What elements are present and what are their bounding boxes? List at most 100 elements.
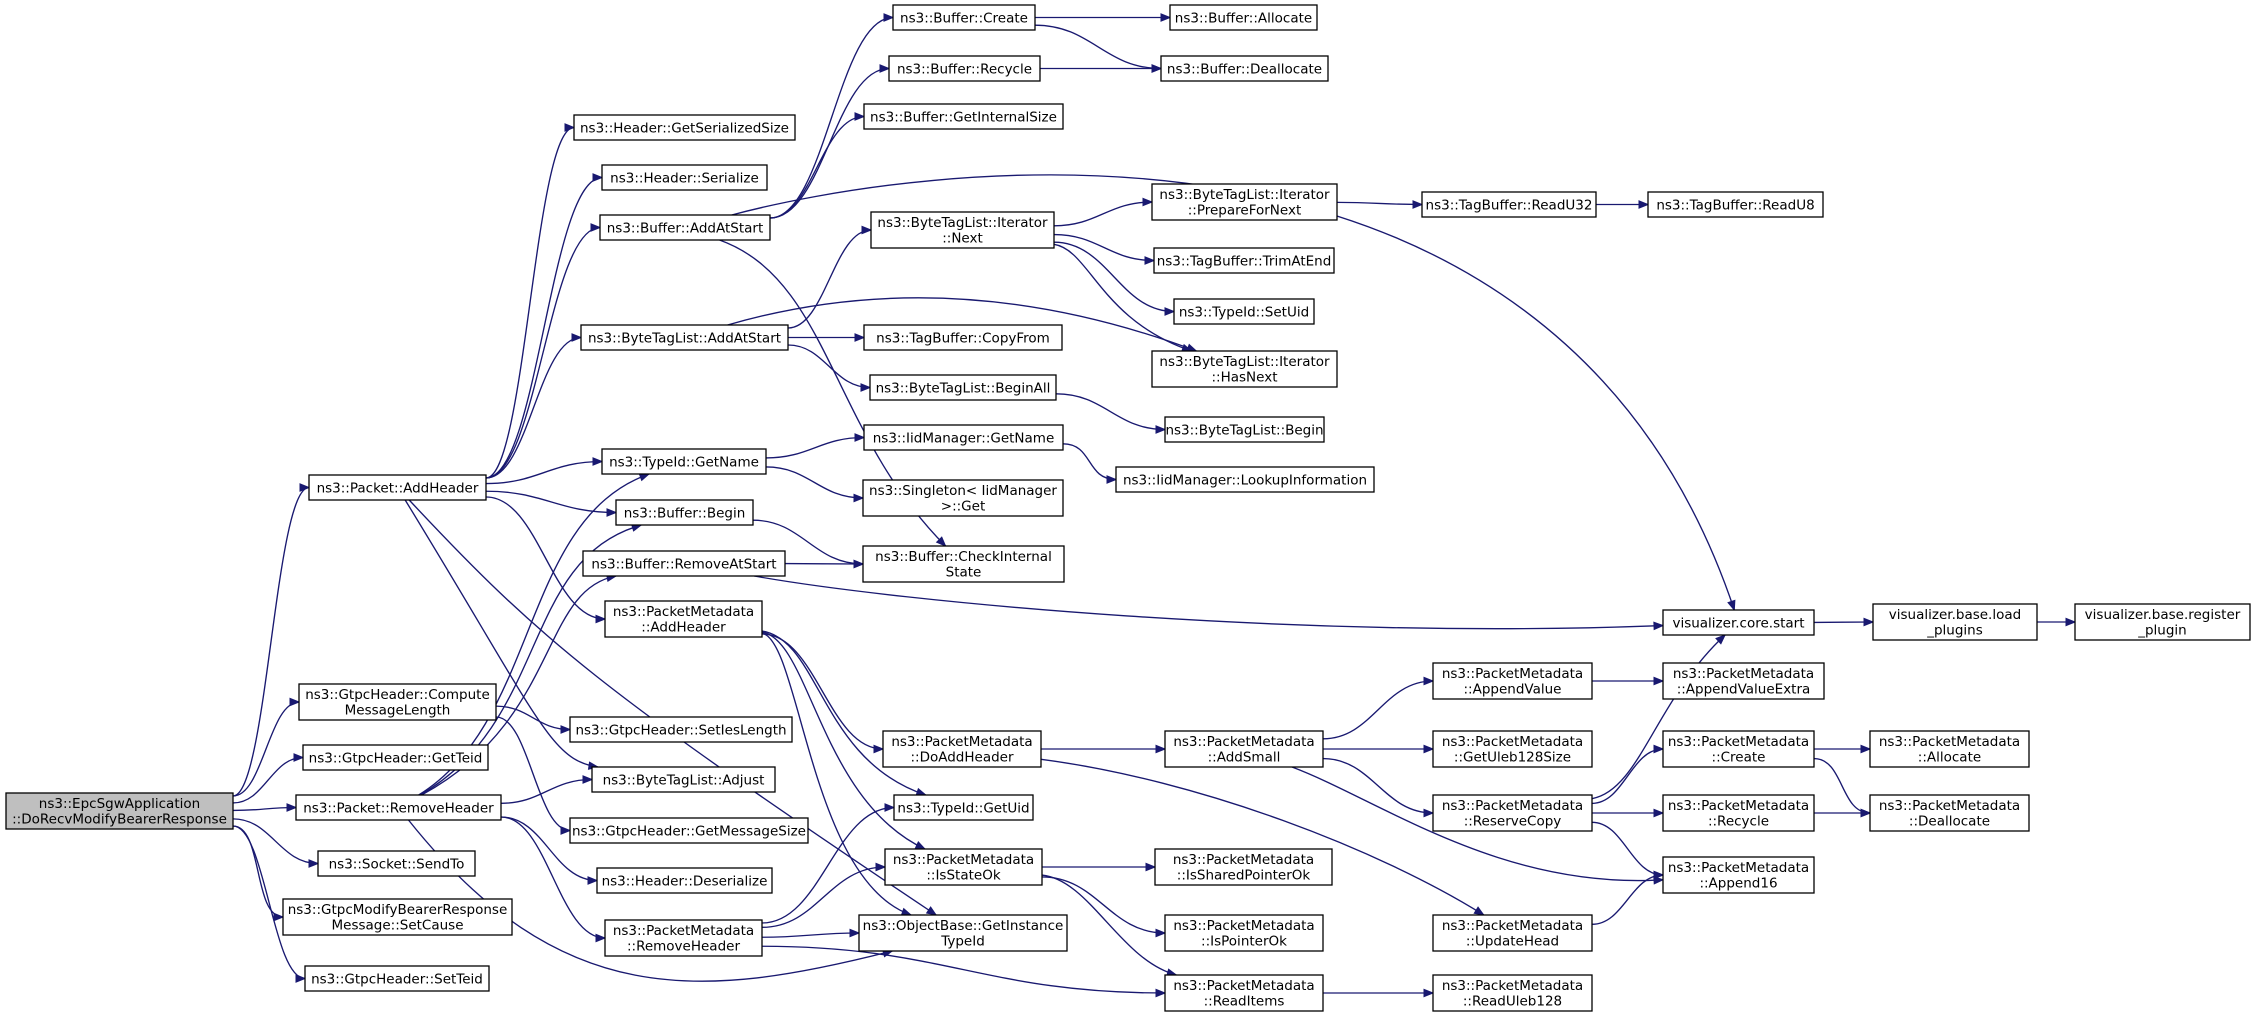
node-setieslength[interactable]: ns3::GtpcHeader::SetIesLength xyxy=(569,716,793,743)
node-label: ::ReserveCopy xyxy=(1464,814,1562,830)
node-label: ns3::PacketMetadata xyxy=(1173,734,1314,750)
node-btlinext[interactable]: ns3::ByteTagList::Iterator::Next xyxy=(870,211,1055,249)
node-bufbegin[interactable]: ns3::Buffer::Begin xyxy=(615,499,754,526)
node-btladdatstart[interactable]: ns3::ByteTagList::AddAtStart xyxy=(580,324,789,351)
node-label: ns3::ByteTagList::Adjust xyxy=(603,772,765,788)
node-removeheader[interactable]: ns3::Packet::RemoveHeader xyxy=(295,794,502,821)
edge-pmisstateok-to-pmispointerok xyxy=(1041,876,1166,934)
node-sendto[interactable]: ns3::Socket::SendTo xyxy=(317,850,476,877)
node-btlbegin[interactable]: ns3::ByteTagList::Begin xyxy=(1164,416,1325,443)
edge-removeheader-to-hdrdeserialize xyxy=(500,816,598,882)
edge-iidgetname-to-iidlookup-arrowhead xyxy=(1106,475,1118,484)
node-tbtrimatend[interactable]: ns3::TagBuffer::TrimAtEnd xyxy=(1153,247,1335,274)
node-box xyxy=(858,914,1068,952)
node-bufcreate[interactable]: ns3::Buffer::Create xyxy=(892,4,1036,31)
node-tbreadu32[interactable]: ns3::TagBuffer::ReadU32 xyxy=(1421,191,1597,218)
node-btlbeginall[interactable]: ns3::ByteTagList::BeginAll xyxy=(869,374,1057,401)
node-label: ns3::IidManager::LookupInformation xyxy=(1123,472,1367,488)
node-typeidsetuid[interactable]: ns3::TypeId::SetUid xyxy=(1173,298,1315,325)
node-hdrsersize[interactable]: ns3::Header::GetSerializedSize xyxy=(573,114,796,141)
node-pmreservecopy[interactable]: ns3::PacketMetadata::ReserveCopy xyxy=(1432,794,1593,832)
node-label: ns3::PacketMetadata xyxy=(1879,798,2020,814)
node-setteid[interactable]: ns3::GtpcHeader::SetTeid xyxy=(304,965,490,992)
node-bufallocate[interactable]: ns3::Buffer::Allocate xyxy=(1169,4,1318,31)
node-btladjust[interactable]: ns3::ByteTagList::Adjust xyxy=(591,766,776,793)
node-addheader[interactable]: ns3::Packet::AddHeader xyxy=(308,474,487,501)
node-bufremoveatstart[interactable]: ns3::Buffer::RemoveAtStart xyxy=(582,550,786,577)
node-getteid[interactable]: ns3::GtpcHeader::GetTeid xyxy=(302,744,489,771)
node-getmsgsize[interactable]: ns3::GtpcHeader::GetMessageSize xyxy=(569,817,809,844)
node-pmisstateok[interactable]: ns3::PacketMetadata::IsStateOk xyxy=(884,848,1043,886)
node-visbaseload[interactable]: visualizer.base.load_plugins xyxy=(1872,603,2038,641)
edge-pmremoveheader-to-objgetinstance-arrowhead xyxy=(849,928,861,938)
node-box xyxy=(863,103,1064,130)
node-btlihasnext[interactable]: ns3::ByteTagList::Iterator::HasNext xyxy=(1151,350,1338,388)
node-box xyxy=(282,898,513,936)
node-pmappendvalueextra[interactable]: ns3::PacketMetadata::AppendValueExtra xyxy=(1662,662,1825,700)
node-bufrecycle[interactable]: ns3::Buffer::Recycle xyxy=(888,55,1041,82)
node-label: ::AppendValue xyxy=(1464,682,1562,698)
node-visbaseregister[interactable]: visualizer.base.register_plugin xyxy=(2074,603,2251,641)
node-pmrecycle[interactable]: ns3::PacketMetadata::Recycle xyxy=(1662,794,1815,832)
node-setcause[interactable]: ns3::GtpcModifyBearerResponseMessage::Se… xyxy=(282,898,513,936)
edge-addheader-to-pmaddheader xyxy=(485,496,606,620)
node-tbcopyfrom[interactable]: ns3::TagBuffer::CopyFrom xyxy=(863,324,1063,351)
node-pmaddsmall[interactable]: ns3::PacketMetadata::AddSmall xyxy=(1164,730,1324,768)
edge-iidgetname-to-iidlookup xyxy=(1062,443,1117,481)
node-label: ns3::Singleton< IidManager xyxy=(869,483,1057,499)
node-typeidgetuid[interactable]: ns3::TypeId::GetUid xyxy=(893,794,1034,821)
edge-pmreservecopy-to-pmrecycle-arrowhead xyxy=(1653,808,1665,818)
node-pmreaditems[interactable]: ns3::PacketMetadata::ReadItems xyxy=(1164,974,1324,1012)
node-pmgetuleb128[interactable]: ns3::PacketMetadata::GetUleb128Size xyxy=(1432,730,1593,768)
node-box xyxy=(863,424,1064,451)
node-btliprepare[interactable]: ns3::ByteTagList::Iterator::PrepareForNe… xyxy=(1151,183,1338,221)
node-pmappend16[interactable]: ns3::PacketMetadata::Append16 xyxy=(1662,856,1815,894)
node-pmreaduleb128[interactable]: ns3::PacketMetadata::ReadUleb128 xyxy=(1432,974,1593,1012)
edge-pmreservecopy-to-pmcreate-arrowhead xyxy=(1653,744,1665,754)
node-label: ns3::GtpcHeader::GetMessageSize xyxy=(572,823,806,839)
edge-addheader-to-objgetinstance xyxy=(408,499,937,916)
node-hdrdeserialize[interactable]: ns3::Header::Deserialize xyxy=(596,867,773,894)
node-viscorestart[interactable]: visualizer.core.start xyxy=(1662,609,1815,636)
node-label: ns3::PacketMetadata xyxy=(1668,734,1809,750)
node-pmissharedok[interactable]: ns3::PacketMetadata::IsSharedPointerOk xyxy=(1154,848,1333,886)
node-box xyxy=(604,919,763,957)
node-label: ns3::PacketMetadata xyxy=(893,852,1034,868)
edge-pmdoaddheader-to-pmaddsmall-arrowhead xyxy=(1155,744,1167,754)
node-label: ::RemoveHeader xyxy=(627,939,740,955)
node-hdrserialize[interactable]: ns3::Header::Serialize xyxy=(601,164,768,191)
node-iidgetname[interactable]: ns3::IidManager::GetName xyxy=(863,424,1064,451)
node-pmaddheader[interactable]: ns3::PacketMetadata::AddHeader xyxy=(604,600,763,638)
node-pmispointerok[interactable]: ns3::PacketMetadata::IsPointerOk xyxy=(1164,914,1324,952)
node-label: ns3::Buffer::Recycle xyxy=(897,61,1032,77)
edge-addheader-to-pmaddheader-arrowhead xyxy=(595,614,607,624)
node-label: ns3::TagBuffer::TrimAtEnd xyxy=(1157,253,1332,269)
node-label: ns3::Buffer::Create xyxy=(900,10,1028,26)
node-iidlookup[interactable]: ns3::IidManager::LookupInformation xyxy=(1115,466,1375,493)
node-pmupdatehead[interactable]: ns3::PacketMetadata::UpdateHead xyxy=(1432,914,1593,952)
node-bufdeallocate[interactable]: ns3::Buffer::Deallocate xyxy=(1160,55,1329,82)
node-bufinternalsize[interactable]: ns3::Buffer::GetInternalSize xyxy=(863,103,1064,130)
edge-pmaddheader-to-typeidgetuid xyxy=(761,630,926,796)
node-root[interactable]: ns3::EpcSgwApplication::DoRecvModifyBear… xyxy=(5,792,234,830)
node-tbreadu8[interactable]: ns3::TagBuffer::ReadU8 xyxy=(1647,191,1824,218)
node-pmdeallocate[interactable]: ns3::PacketMetadata::Deallocate xyxy=(1869,794,2030,832)
node-singletonget[interactable]: ns3::Singleton< IidManager>::Get xyxy=(862,479,1064,517)
node-pmremoveheader[interactable]: ns3::PacketMetadata::RemoveHeader xyxy=(604,919,763,957)
node-bufaddatstart[interactable]: ns3::Buffer::AddAtStart xyxy=(599,214,771,241)
node-pmdoaddheader[interactable]: ns3::PacketMetadata::DoAddHeader xyxy=(882,730,1042,768)
edge-addheader-to-bufbegin xyxy=(485,490,617,514)
node-label: ns3::Packet::RemoveHeader xyxy=(303,800,494,816)
node-pmcreate[interactable]: ns3::PacketMetadata::Create xyxy=(1662,730,1815,768)
node-pmappendvalue[interactable]: ns3::PacketMetadata::AppendValue xyxy=(1432,662,1593,700)
edge-bufaddatstart-to-bufinternalsize-arrowhead xyxy=(854,112,866,121)
edge-removeheader-to-btladjust-arrowhead xyxy=(582,775,594,784)
node-pmallocate[interactable]: ns3::PacketMetadata::Allocate xyxy=(1869,730,2030,768)
edge-pmaddsmall-to-pmappend16-arrowhead xyxy=(1653,876,1665,885)
node-label: ::AppendValueExtra xyxy=(1677,682,1811,698)
node-typeidgetname[interactable]: ns3::TypeId::GetName xyxy=(601,448,767,475)
edge-btlinext-to-tbtrimatend xyxy=(1053,233,1155,262)
